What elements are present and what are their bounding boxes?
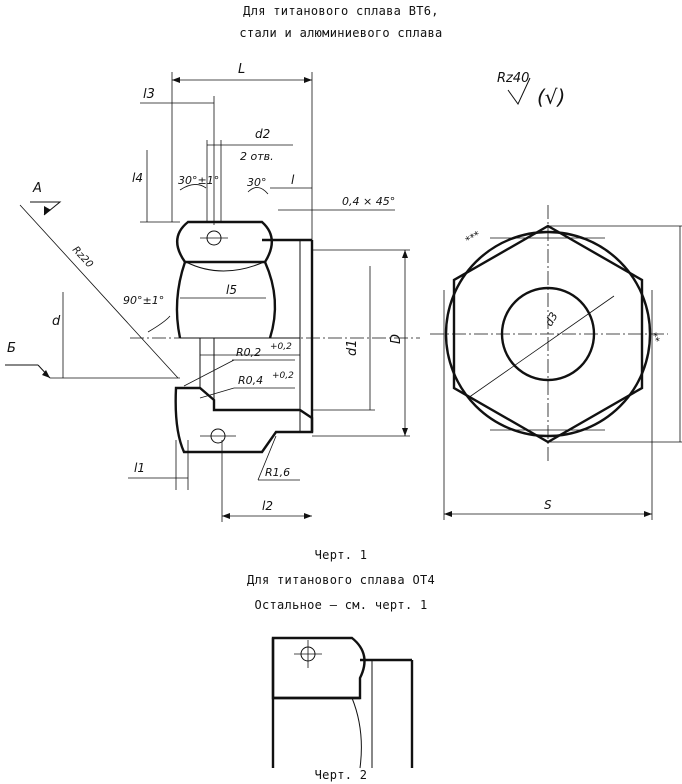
leader-line [199,387,235,399]
dim-d2-note: 2 отв. [240,150,274,163]
fig2-curve [351,697,362,769]
dim-chamfer-left: 30°±1° [178,174,219,187]
body-curve [185,261,265,272]
caption-ot4: Для титанового сплава ОТ4 [246,573,436,587]
dim-l1: l1 [134,461,145,475]
body-curve [263,261,277,339]
dim-r04: R0,4 [238,374,263,387]
caption-fig2: Черт. 2 [314,768,368,782]
dim-star3: *** [464,230,482,247]
dim-l5: l5 [226,283,237,297]
angle-arc [147,315,171,333]
header-line-2: стали и алюминиевого сплава [239,26,443,40]
dim-angle90: 90°±1° [123,294,164,307]
angle-arc [247,187,269,195]
dim-d: d [52,314,61,329]
caption-rest: Остальное – см. черт. 1 [254,598,428,612]
dim-d2: d2 [255,127,270,141]
diameter-line [467,295,615,399]
hatched-section [174,386,314,454]
hex-view: d3 *** ** S [430,205,682,520]
dim-L: L [238,62,245,77]
arrow-icon [42,370,50,378]
dim-star2: ** [647,331,661,344]
roughness-paren: (√) [537,85,565,109]
nut-top-head [176,220,273,264]
body-curve [175,261,187,339]
dim-l3: l3 [143,87,155,102]
leader-line [257,435,277,481]
dim-r02-tol: +0,2 [270,342,292,352]
section-view: L l3 d2 2 отв. l4 30°±1° 30° l 0,4 × 45°… [5,62,420,522]
dim-S: S [544,498,552,512]
dim-r16: R1,6 [265,466,290,479]
dim-r02: R0,2 [236,346,261,359]
caption-fig1: Черт. 1 [314,548,368,562]
header-line-1: Для титанового сплава ВТ6, [243,4,439,18]
dim-d1: d1 [345,339,360,356]
check-mark-icon [507,77,531,105]
dim-l4: l4 [132,171,143,185]
arrow-icon [44,206,51,215]
roughness-value: Rz40 [497,71,529,86]
dim-D: D [389,334,404,344]
leader-line [183,359,235,387]
fig2-head [271,636,366,700]
dim-l2: l2 [262,499,273,513]
dim-chamfer-045: 0,4 × 45° [342,195,395,208]
diagonal-line [19,204,179,379]
dim-chamfer-right: 30° [247,176,267,189]
fig2-view [271,636,414,769]
view-B: Б [7,341,16,356]
dim-rz20: Rz20 [70,245,95,271]
angle-arc [179,184,207,191]
view-A: A [32,181,42,196]
dim-l: l [291,173,295,187]
dim-r04-tol: +0,2 [272,371,294,381]
dim-d3: d3 [542,310,560,329]
roughness-symbol: Rz40 (√) [497,71,565,109]
